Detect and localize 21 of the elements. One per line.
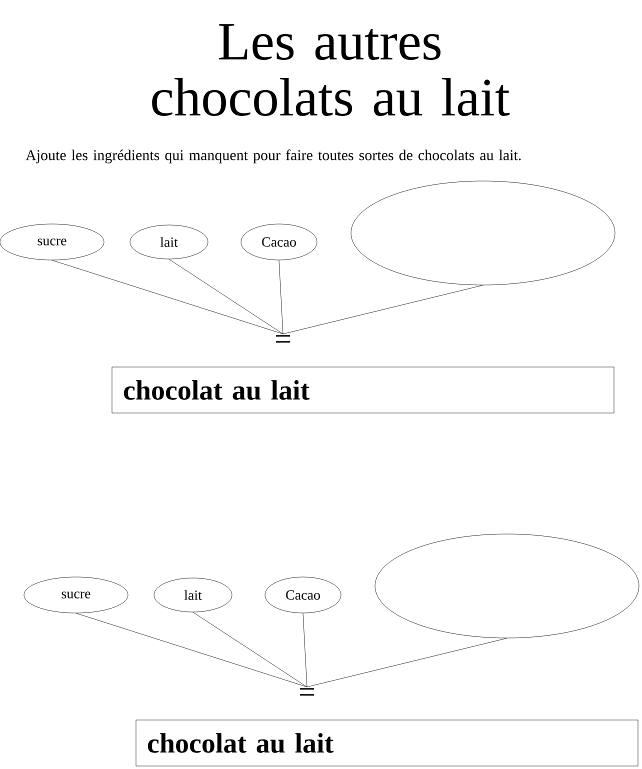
ingredient-oval: sucre [24, 576, 128, 614]
empty-oval [374, 534, 640, 638]
connector-line [278, 260, 284, 334]
connector-line [192, 612, 308, 688]
answer-box: chocolat au lait [112, 366, 614, 414]
empty-oval [350, 180, 616, 286]
title: Les autres chocolats au lait [152, 24, 510, 116]
connector-line [282, 285, 484, 334]
connector-line [302, 613, 308, 688]
ingredient-oval: Cacao [240, 224, 318, 260]
equals-sign: = [300, 688, 314, 696]
instruction-text: Ajoute les ingrédients qui manquent pour faire toutes sortes de chocolats au lait. [26, 150, 521, 164]
connector-line [52, 260, 284, 334]
connector-line [168, 259, 284, 334]
connector-line [306, 638, 508, 688]
equals-sign: = [276, 335, 290, 343]
answer-box: chocolat au lait [136, 720, 638, 766]
ingredient-oval: lait [130, 224, 208, 260]
ingredient-oval: lait [154, 578, 232, 612]
ingredient-oval: Cacao [264, 576, 342, 614]
connector-line [76, 613, 308, 688]
